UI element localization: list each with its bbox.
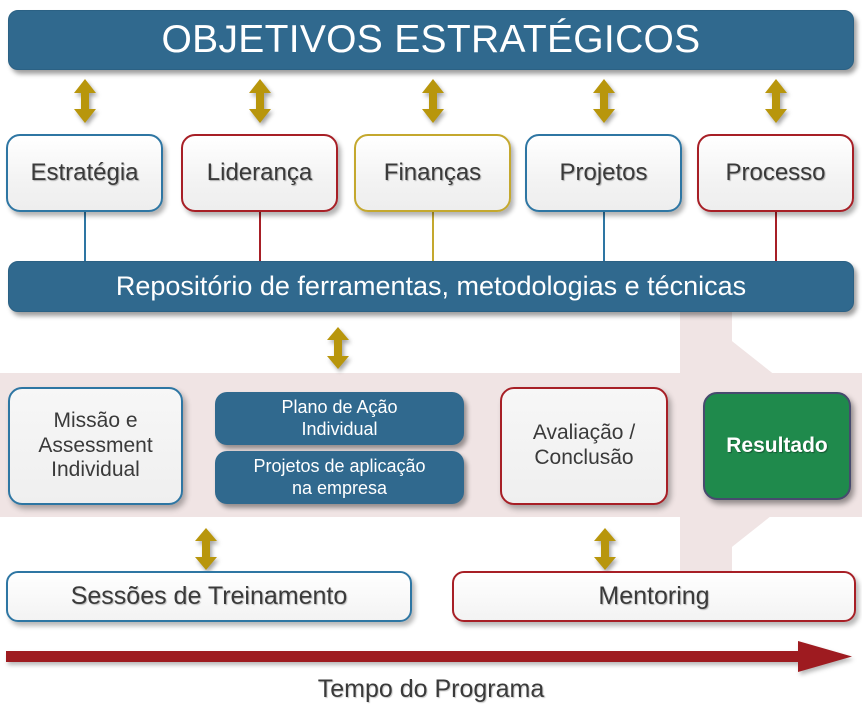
pillar-label: Estratégia (30, 158, 139, 186)
pillar-lideranca[interactable]: Liderança (181, 134, 338, 212)
delivery-mentoring[interactable]: Mentoring (452, 571, 856, 622)
double-arrow-icon-2 (249, 79, 271, 123)
strategic-objectives-title: OBJETIVOS ESTRATÉGICOS (161, 17, 701, 61)
pillar-label: Projetos (559, 158, 648, 186)
phase-resultado[interactable]: Resultado (703, 392, 851, 500)
pillar-label: Processo (725, 158, 826, 186)
phase-line-2: Conclusão (534, 446, 634, 469)
phase-line-2: na empresa (291, 477, 388, 498)
double-arrow-icon-repo-phases (327, 327, 349, 369)
double-arrow-icon-mentoring (594, 528, 616, 570)
pillar-stem-5 (775, 205, 777, 263)
strategic-objectives-banner: OBJETIVOS ESTRATÉGICOS (8, 10, 854, 70)
phase-missao-assessment[interactable]: Missão e Assessment Individual (8, 387, 183, 505)
phase-projetos-aplicacao[interactable]: Projetos de aplicação na empresa (215, 451, 464, 504)
phase-line-1: Projetos de aplicação (253, 456, 426, 477)
double-arrow-icon-5 (765, 79, 787, 123)
phase-line-1: Plano de Ação (281, 397, 398, 418)
pillar-stem-4 (603, 205, 605, 263)
phase-line-1: Missão e (53, 408, 138, 432)
pillar-stem-2 (259, 205, 261, 263)
phase-label: Resultado (726, 433, 828, 457)
pillar-stem-3 (432, 205, 434, 263)
pillar-label: Liderança (206, 158, 313, 186)
double-arrow-icon-1 (74, 79, 96, 123)
double-arrow-icon-3 (422, 79, 444, 123)
delivery-label: Mentoring (598, 581, 710, 610)
pillar-processo[interactable]: Processo (697, 134, 854, 212)
timeline-label: Tempo do Programa (317, 675, 545, 703)
phase-line-2: Assessment (38, 433, 153, 457)
phase-line-3: Individual (51, 458, 140, 482)
phase-line-1: Avaliação / (532, 421, 636, 445)
delivery-sessoes-treinamento[interactable]: Sessões de Treinamento (6, 571, 412, 622)
phase-plano-acao[interactable]: Plano de Ação Individual (215, 392, 464, 445)
phase-avaliacao-conclusao[interactable]: Avaliação / Conclusão (500, 387, 668, 505)
pillar-financas[interactable]: Finanças (354, 134, 511, 212)
pillar-label: Finanças (383, 158, 482, 186)
pillar-stem-1 (84, 205, 86, 263)
repository-banner: Repositório de ferramentas, metodologias… (8, 261, 854, 312)
pillar-estrategia[interactable]: Estratégia (6, 134, 163, 212)
timeline-arrow-icon (6, 641, 852, 672)
delivery-label: Sessões de Treinamento (70, 581, 348, 610)
pillar-projetos[interactable]: Projetos (525, 134, 682, 212)
repository-label: Repositório de ferramentas, metodologias… (115, 270, 747, 301)
double-arrow-icon-4 (593, 79, 615, 123)
double-arrow-icon-training (195, 528, 217, 570)
phase-line-2: Individual (301, 418, 378, 439)
